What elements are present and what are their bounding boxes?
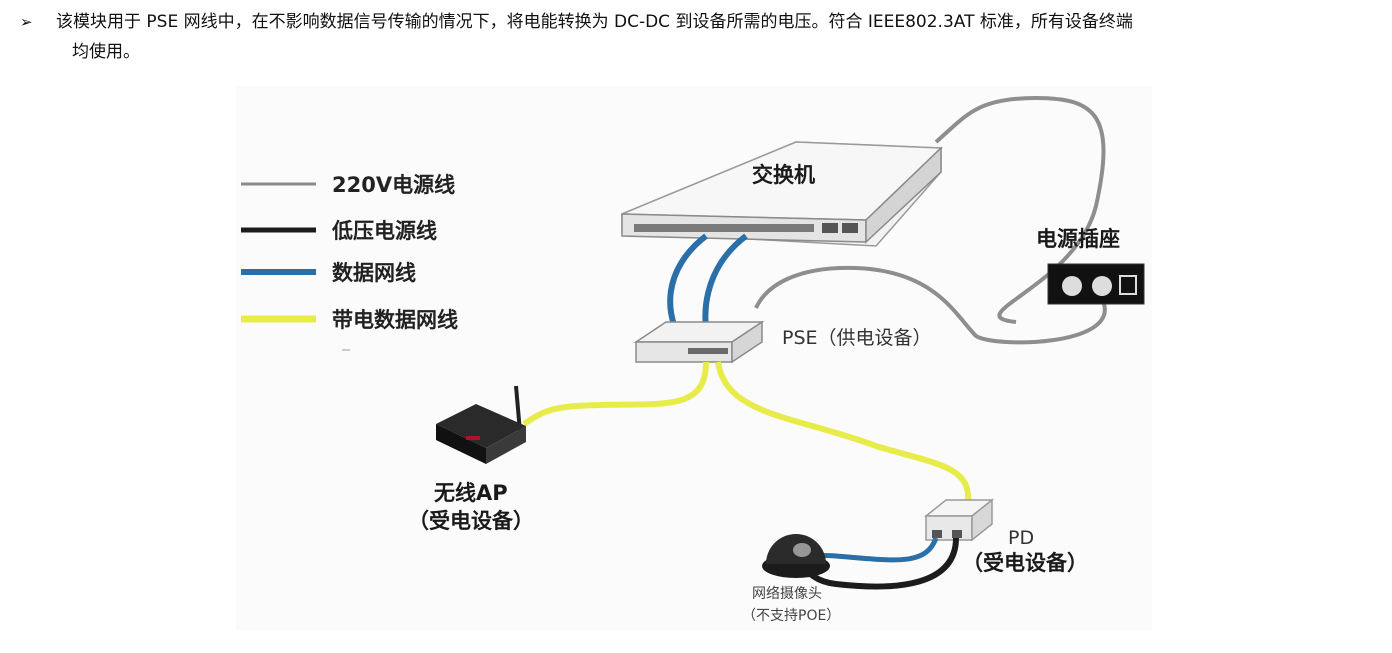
ap-label-1: 无线AP — [434, 481, 508, 505]
poe-diagram-canvas: 220V电源线 低压电源线 数据网线 带电数据网线 交换机 — [241, 95, 1145, 624]
camera-label-1: 网络摄像头 — [752, 586, 822, 602]
pse-to-outlet-cable — [754, 265, 1107, 345]
ap-label-2: （受电设备） — [408, 509, 534, 533]
intro-line-2: 均使用。 — [72, 42, 140, 62]
poe-diagram: 220V电源线 低压电源线 数据网线 带电数据网线 交换机 — [236, 86, 1152, 630]
pd-label-1: PD — [1008, 527, 1034, 549]
switch-device: 交换机 — [621, 141, 943, 247]
pd-to-camera-data-cable — [815, 537, 939, 563]
pse-device: PSE（供电设备） — [633, 320, 932, 364]
legend-label-data-cable: 数据网线 — [332, 261, 416, 285]
powered-data-cables — [522, 361, 972, 503]
pse-to-ap-cable — [522, 361, 709, 427]
wireless-ap-device: 无线AP （受电设备） — [408, 385, 534, 533]
intro-line-1: 该模块用于 PSE 网线中，在不影响数据信号传输的情况下，将电能转换为 DC-D… — [56, 12, 1133, 32]
pse-label: PSE（供电设备） — [782, 327, 932, 349]
ac-power-cables — [754, 95, 1107, 345]
outlet-label: 电源插座 — [1036, 227, 1120, 251]
legend-label-powered-cable: 带电数据网线 — [332, 308, 458, 332]
pd-label-2: （受电设备） — [962, 551, 1088, 575]
switch-label: 交换机 — [752, 163, 815, 187]
legend-label-ac-power: 220V电源线 — [332, 173, 455, 197]
power-outlet: 电源插座 — [1036, 227, 1145, 305]
pd-device: PD （受电设备） — [923, 498, 1088, 575]
network-camera-device: 网络摄像头 （不支持POE） — [742, 534, 840, 624]
switch-to-outlet-cable — [934, 95, 1106, 324]
camera-label-2: （不支持POE） — [742, 608, 840, 624]
legend: 220V电源线 低压电源线 数据网线 带电数据网线 — [241, 173, 458, 351]
pse-to-pd-cable — [715, 361, 972, 503]
legend-label-low-voltage: 低压电源线 — [331, 219, 437, 243]
bullet-marker-icon: ➢ — [20, 13, 33, 31]
